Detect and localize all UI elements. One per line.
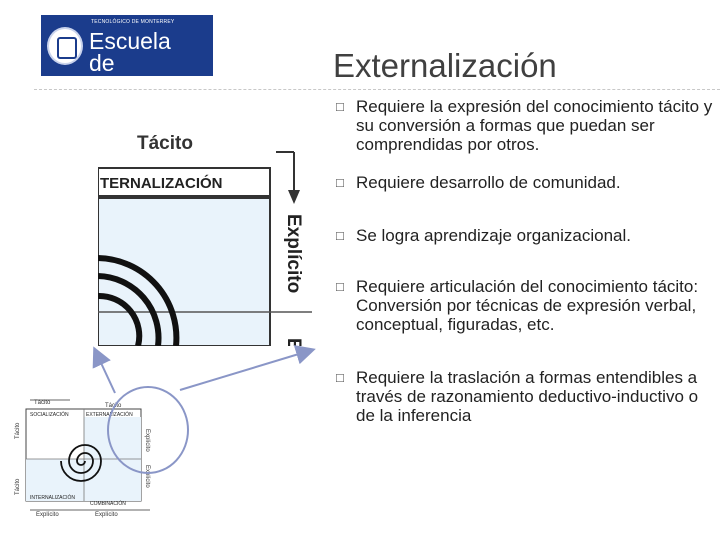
bullet-item: □ Requiere la expresión del conocimiento… xyxy=(336,97,716,154)
mini-right-top: Explícito xyxy=(144,429,150,452)
logo-line-1: Escuela xyxy=(89,28,171,54)
logo-small-text: TECNOLÓGICO DE MONTERREY xyxy=(91,19,175,25)
bullet-text: Se logra aprendizaje organizacional. xyxy=(356,226,632,245)
bullet-text: Requiere la traslación a formas entendib… xyxy=(356,368,699,425)
callout-arrow-left xyxy=(92,346,116,394)
bullet-mark: □ xyxy=(336,370,344,385)
bullet-item: □ Requiere la traslación a formas entend… xyxy=(336,368,716,425)
zoomed-externalization-diagram: Tácito TERNALIZACIÓN Explícito E xyxy=(98,126,312,346)
mini-top-right: Tácito xyxy=(105,403,122,409)
bullet-mark: □ xyxy=(336,228,344,243)
bullet-text: Requiere articulación del conocimiento t… xyxy=(356,277,699,334)
logo-line-2: de Medicina xyxy=(89,50,182,99)
escuela-de-medicina-logo: TECNOLÓGICO DE MONTERREY Escuela de Medi… xyxy=(41,15,213,98)
mini-q-internalizacion: INTERNALIZACIÓN xyxy=(30,494,75,501)
slide-title: Externalización xyxy=(333,47,557,84)
callout-circle xyxy=(107,386,189,474)
bullet-item: □ Requiere articulación del conocimiento… xyxy=(336,277,716,334)
bullet-list: □ Requiere la expresión del conocimiento… xyxy=(336,97,716,425)
bullet-mark: □ xyxy=(336,279,344,294)
seal-icon xyxy=(47,27,83,65)
mini-q-socializacion: SOCIALIZACIÓN xyxy=(30,411,69,418)
mini-left-top: Tácito xyxy=(15,422,21,439)
bullet-text: Requiere desarrollo de comunidad. xyxy=(356,173,621,192)
zoom-arrow-head xyxy=(288,190,300,204)
mini-q-combinacion: COMBINACIÓN xyxy=(90,500,126,507)
zoom-header-box xyxy=(98,167,271,197)
bullet-mark: □ xyxy=(336,175,344,190)
callout-arrow-right xyxy=(179,345,316,391)
mini-top-left: Tácito xyxy=(34,400,51,406)
bullet-mark: □ xyxy=(336,99,344,114)
mini-bottom-right: Explícito xyxy=(95,512,118,518)
bullet-text: Requiere la expresión del conocimiento t… xyxy=(356,97,713,154)
zoom-quadrant xyxy=(98,197,271,346)
seci-mini-diagram: Tácito Tácito SOCIALIZACIÓN EXTERNALIZAC… xyxy=(10,395,155,520)
mini-bottom-left: Explícito xyxy=(36,512,59,518)
bullet-item: □ Se logra aprendizaje organizacional. xyxy=(336,226,716,245)
zoom-spiral xyxy=(98,255,180,346)
zoom-side-letter: E xyxy=(283,338,304,346)
mini-right-bottom: Explícito xyxy=(144,465,150,488)
zoom-side-label: Explícito xyxy=(283,214,304,293)
mini-spiral xyxy=(60,444,102,482)
title-divider xyxy=(34,89,720,90)
bullet-item: □ Requiere desarrollo de comunidad. xyxy=(336,173,716,192)
mini-left-bottom: Tácito xyxy=(15,478,21,495)
zoom-header: TERNALIZACIÓN xyxy=(100,174,223,192)
zoom-top-label: Tácito xyxy=(137,133,193,154)
